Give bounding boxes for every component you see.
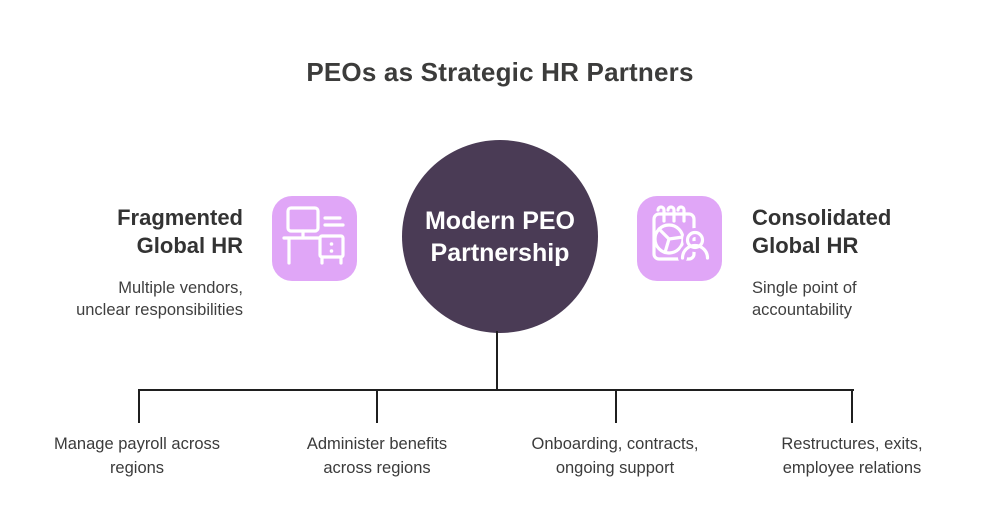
- heading-line: Consolidated: [752, 205, 892, 230]
- consolidated-global-hr-subtitle: Single point of accountability: [752, 277, 972, 321]
- branch-label-line: Onboarding, contracts,: [531, 435, 699, 453]
- center-label-line: Modern PEO: [424, 206, 575, 235]
- branch-label-line: Restructures, exits,: [781, 435, 923, 453]
- subtitle-line: Multiple vendors,: [118, 279, 243, 297]
- branch-horizontal-connector: [138, 389, 854, 391]
- branch-label-line: regions: [109, 458, 165, 477]
- subtitle-line: Single point of: [752, 279, 857, 297]
- fragmented-icon-tile: [272, 196, 357, 281]
- branch-label-restructures: Restructures, exits, employee relations: [741, 433, 963, 481]
- heading-line: Fragmented: [117, 205, 243, 230]
- heading-line: Global HR: [136, 232, 243, 258]
- branch-label-benefits: Administer benefits across regions: [266, 433, 488, 481]
- desk-icon: [272, 194, 357, 284]
- branch-tick-1: [138, 389, 140, 423]
- branch-tick-3: [615, 389, 617, 423]
- subtitle-line: unclear responsibilities: [76, 301, 243, 320]
- branch-label-line: employee relations: [782, 458, 922, 477]
- modern-peo-partnership-node: Modern PEO Partnership: [402, 140, 598, 333]
- center-drop-connector: [496, 331, 498, 391]
- calendar-chart-person-icon: [637, 194, 722, 284]
- fragmented-global-hr-heading: Fragmented Global HR: [35, 204, 243, 259]
- branch-label-line: across regions: [323, 458, 431, 477]
- branch-label-payroll: Manage payroll across regions: [26, 433, 248, 481]
- consolidated-icon-tile: [637, 196, 722, 281]
- branch-label-line: Manage payroll across: [54, 435, 220, 453]
- branch-label-onboarding: Onboarding, contracts, ongoing support: [504, 433, 726, 481]
- center-node-label: Modern PEO Partnership: [425, 205, 575, 269]
- branch-label-line: Administer benefits: [306, 435, 448, 453]
- branch-tick-4: [851, 389, 853, 423]
- heading-line: Global HR: [752, 232, 859, 258]
- consolidated-global-hr-heading: Consolidated Global HR: [752, 204, 972, 259]
- branch-tick-2: [376, 389, 378, 423]
- page-title: PEOs as Strategic HR Partners: [306, 57, 694, 87]
- center-label-line: Partnership: [430, 238, 570, 267]
- fragmented-global-hr-subtitle: Multiple vendors, unclear responsibiliti…: [15, 277, 243, 321]
- subtitle-line: accountability: [752, 301, 852, 320]
- branch-label-line: ongoing support: [555, 458, 675, 477]
